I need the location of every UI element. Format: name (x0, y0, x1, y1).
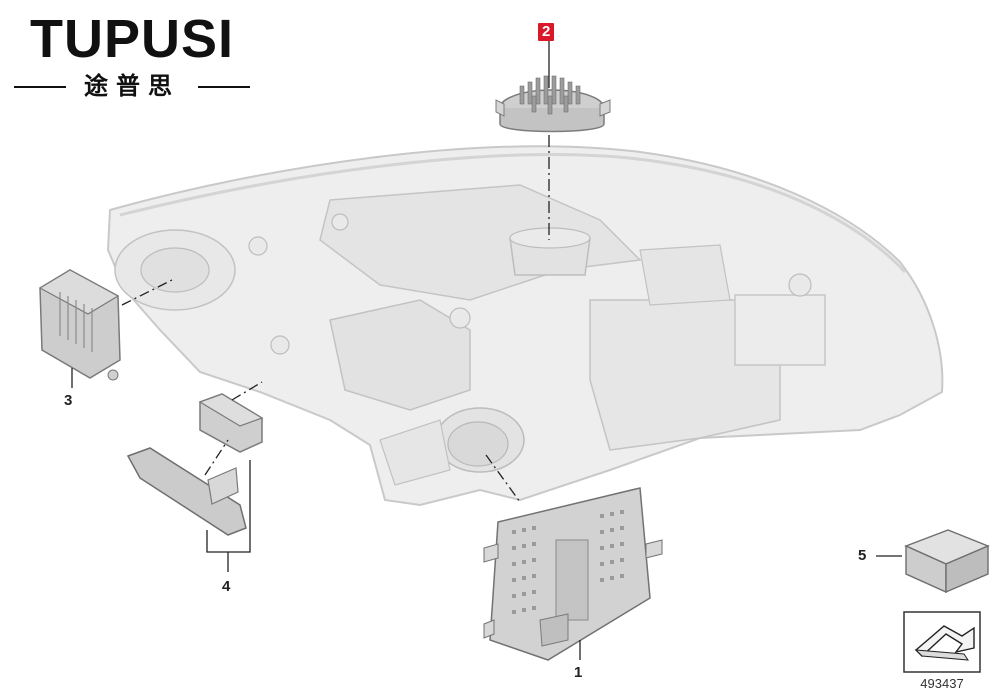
brand-name: TUPUSI (29, 9, 235, 69)
brand-chinese-name: 途普思 (84, 72, 180, 100)
part-4-socket-assembly (126, 393, 264, 536)
headlight-housing (106, 145, 944, 507)
part-5-box (904, 529, 990, 594)
brand-divider-right (198, 86, 250, 88)
part-3-control-unit (38, 269, 121, 381)
diagram-number: 493437 (920, 676, 964, 691)
brand-logo: TUPUSI 途普思 (14, 10, 250, 102)
leader-line-4b (204, 439, 229, 476)
leader-line-1 (485, 454, 521, 503)
callout-5: 5 (858, 547, 867, 564)
callout-2: 2 (538, 23, 555, 41)
callout-4: 4 (222, 578, 231, 595)
brand-divider-left (14, 86, 66, 88)
arrow-symbol-icon (903, 611, 981, 673)
callout-3: 3 (64, 392, 73, 409)
leader-line-3 (121, 279, 173, 306)
part-2-led-module (495, 75, 611, 133)
leader-line-4a (231, 381, 263, 401)
callout-1: 1 (574, 664, 583, 681)
part-1-control-module (483, 487, 663, 661)
